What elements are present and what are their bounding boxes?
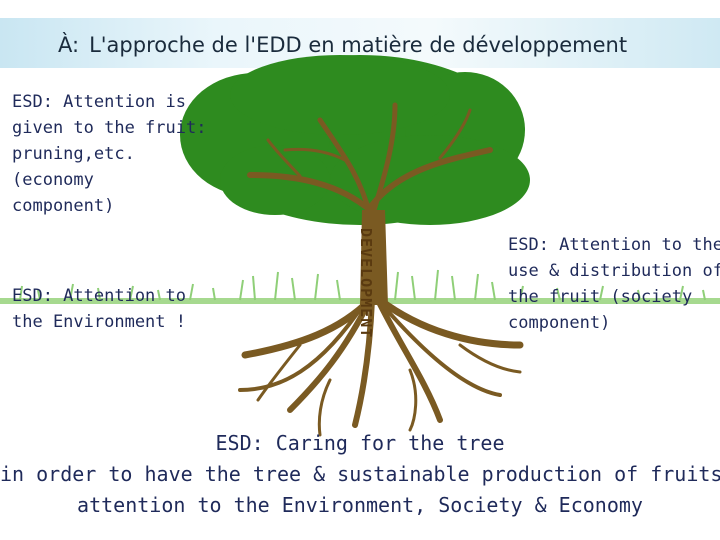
summary-line-2: in order to have the tree & sustainable … [0,462,720,486]
trunk-label: DEVELOPMENT [357,228,375,339]
society-label: ESD: Attention to the use & distribution… [508,235,720,333]
grass [0,269,720,304]
title-marker: À: [58,33,80,57]
page-title: À: L'approche de l'EDD en matière de déve… [58,33,627,57]
branches [247,102,493,218]
summary-line-3: attention to the Environment, Society & … [77,493,643,517]
fruit-label: ESD: Attention is given to the fruit: pr… [12,92,207,216]
environment-label: ESD: Attention to the Environment ! [12,286,186,332]
title-text: L'approche de l'EDD en matière de dévelo… [89,33,628,57]
summary-line-1: ESD: Caring for the tree [215,431,505,455]
canopy [180,55,530,225]
trunk [360,210,388,305]
roots [238,296,524,437]
